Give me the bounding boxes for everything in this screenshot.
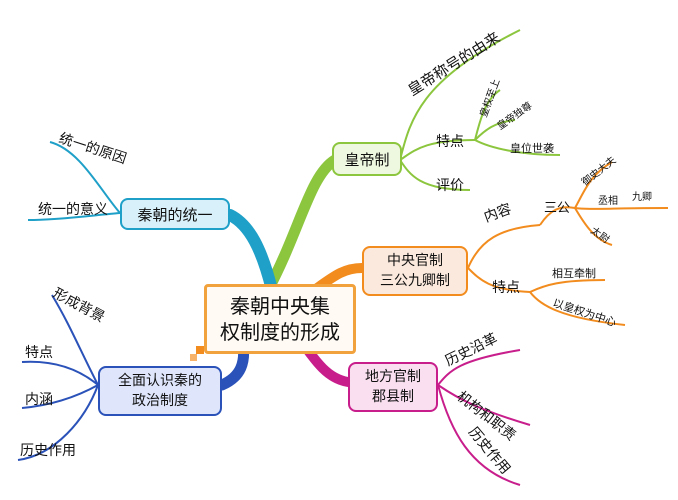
link-emp-t2 [474, 119, 516, 141]
leaf-unif-reason: 统一的原因 [57, 131, 129, 168]
central-topic-line1: 秦朝中央集 [230, 294, 330, 318]
leaf-cen-taiwei: 太尉 [588, 224, 612, 246]
leaf-emp-t3: 皇位世袭 [510, 141, 554, 155]
link-cen-yushi [574, 161, 613, 209]
link-unif-meaning [27, 212, 121, 221]
link-cen-t2 [529, 291, 626, 326]
leaf-und-role: 历史作用 [20, 443, 76, 459]
leaf-emp-t2: 皇帝独尊 [494, 99, 534, 133]
node-local: 地方官制 郡县制 [348, 362, 438, 412]
link-und-content [21, 384, 99, 409]
central-topic: 秦朝中央集 权制度的形成 [204, 284, 356, 354]
link-emp-eval [399, 159, 471, 191]
decor-block [196, 346, 204, 354]
leaf-emp-t1: 皇权至上 [477, 77, 503, 119]
trunk-emperor [262, 154, 341, 296]
trunk-unification [224, 209, 278, 296]
link-cen-t1 [529, 279, 606, 293]
leaf-loc-hist: 历史沿革 [443, 331, 500, 370]
leaf-cen-cheng: 丞相 [598, 194, 618, 207]
link-emp-t1 [474, 89, 501, 141]
node-understand-line1: 全面认识秦的 [118, 373, 202, 389]
leaf-cen-t1: 相互牵制 [552, 267, 596, 280]
link-cen-content [467, 224, 541, 269]
node-central-line2: 三公九卿制 [380, 273, 450, 289]
node-emperor: 皇帝制 [332, 142, 402, 176]
leaf-cen-sangong: 三公 [544, 201, 570, 216]
leaf-cen-yushi: 御史大夫 [579, 153, 619, 188]
leaf-emp-eval: 评价 [436, 178, 464, 194]
leaf-cen-content: 内容 [482, 200, 514, 226]
node-unification: 秦朝的统一 [120, 198, 230, 230]
leaf-unif-meaning: 统一的意义 [38, 201, 108, 218]
link-loc-org [437, 384, 531, 426]
node-central: 中央官制 三公九卿制 [362, 246, 468, 296]
link-emp-origin [399, 29, 521, 161]
leaf-cen-trait: 特点 [492, 280, 520, 296]
link-unif-reason [49, 141, 121, 214]
node-local-line1: 地方官制 [365, 369, 421, 385]
link-cen-sangong [539, 206, 576, 226]
leaf-und-trait: 特点 [25, 345, 53, 361]
node-central-line1: 中央官制 [387, 253, 443, 269]
leaf-und-content: 内涵 [25, 392, 53, 408]
link-loc-hist [437, 349, 521, 386]
link-emp-t3 [474, 139, 561, 156]
leaf-emp-trait: 特点 [436, 134, 464, 150]
link-und-trait [21, 360, 99, 386]
leaf-cen-jiuqing: 九卿 [632, 191, 652, 203]
node-understand: 全面认识秦的 政治制度 [98, 366, 222, 416]
node-unification-label: 秦朝的统一 [137, 205, 213, 224]
node-local-line2: 郡县制 [372, 389, 414, 405]
link-und-role [17, 384, 99, 461]
link-emp-trait [399, 139, 476, 161]
link-cen-cheng [574, 207, 669, 210]
link-loc-role [437, 384, 521, 486]
decor-block [190, 354, 197, 361]
central-topic-line2: 权制度的形成 [220, 320, 340, 344]
link-cen-trait [467, 267, 531, 293]
link-cen-taiwei [574, 207, 613, 246]
link-und-bg [51, 294, 99, 386]
node-emperor-label: 皇帝制 [344, 150, 390, 169]
node-understand-line2: 政治制度 [132, 393, 188, 409]
